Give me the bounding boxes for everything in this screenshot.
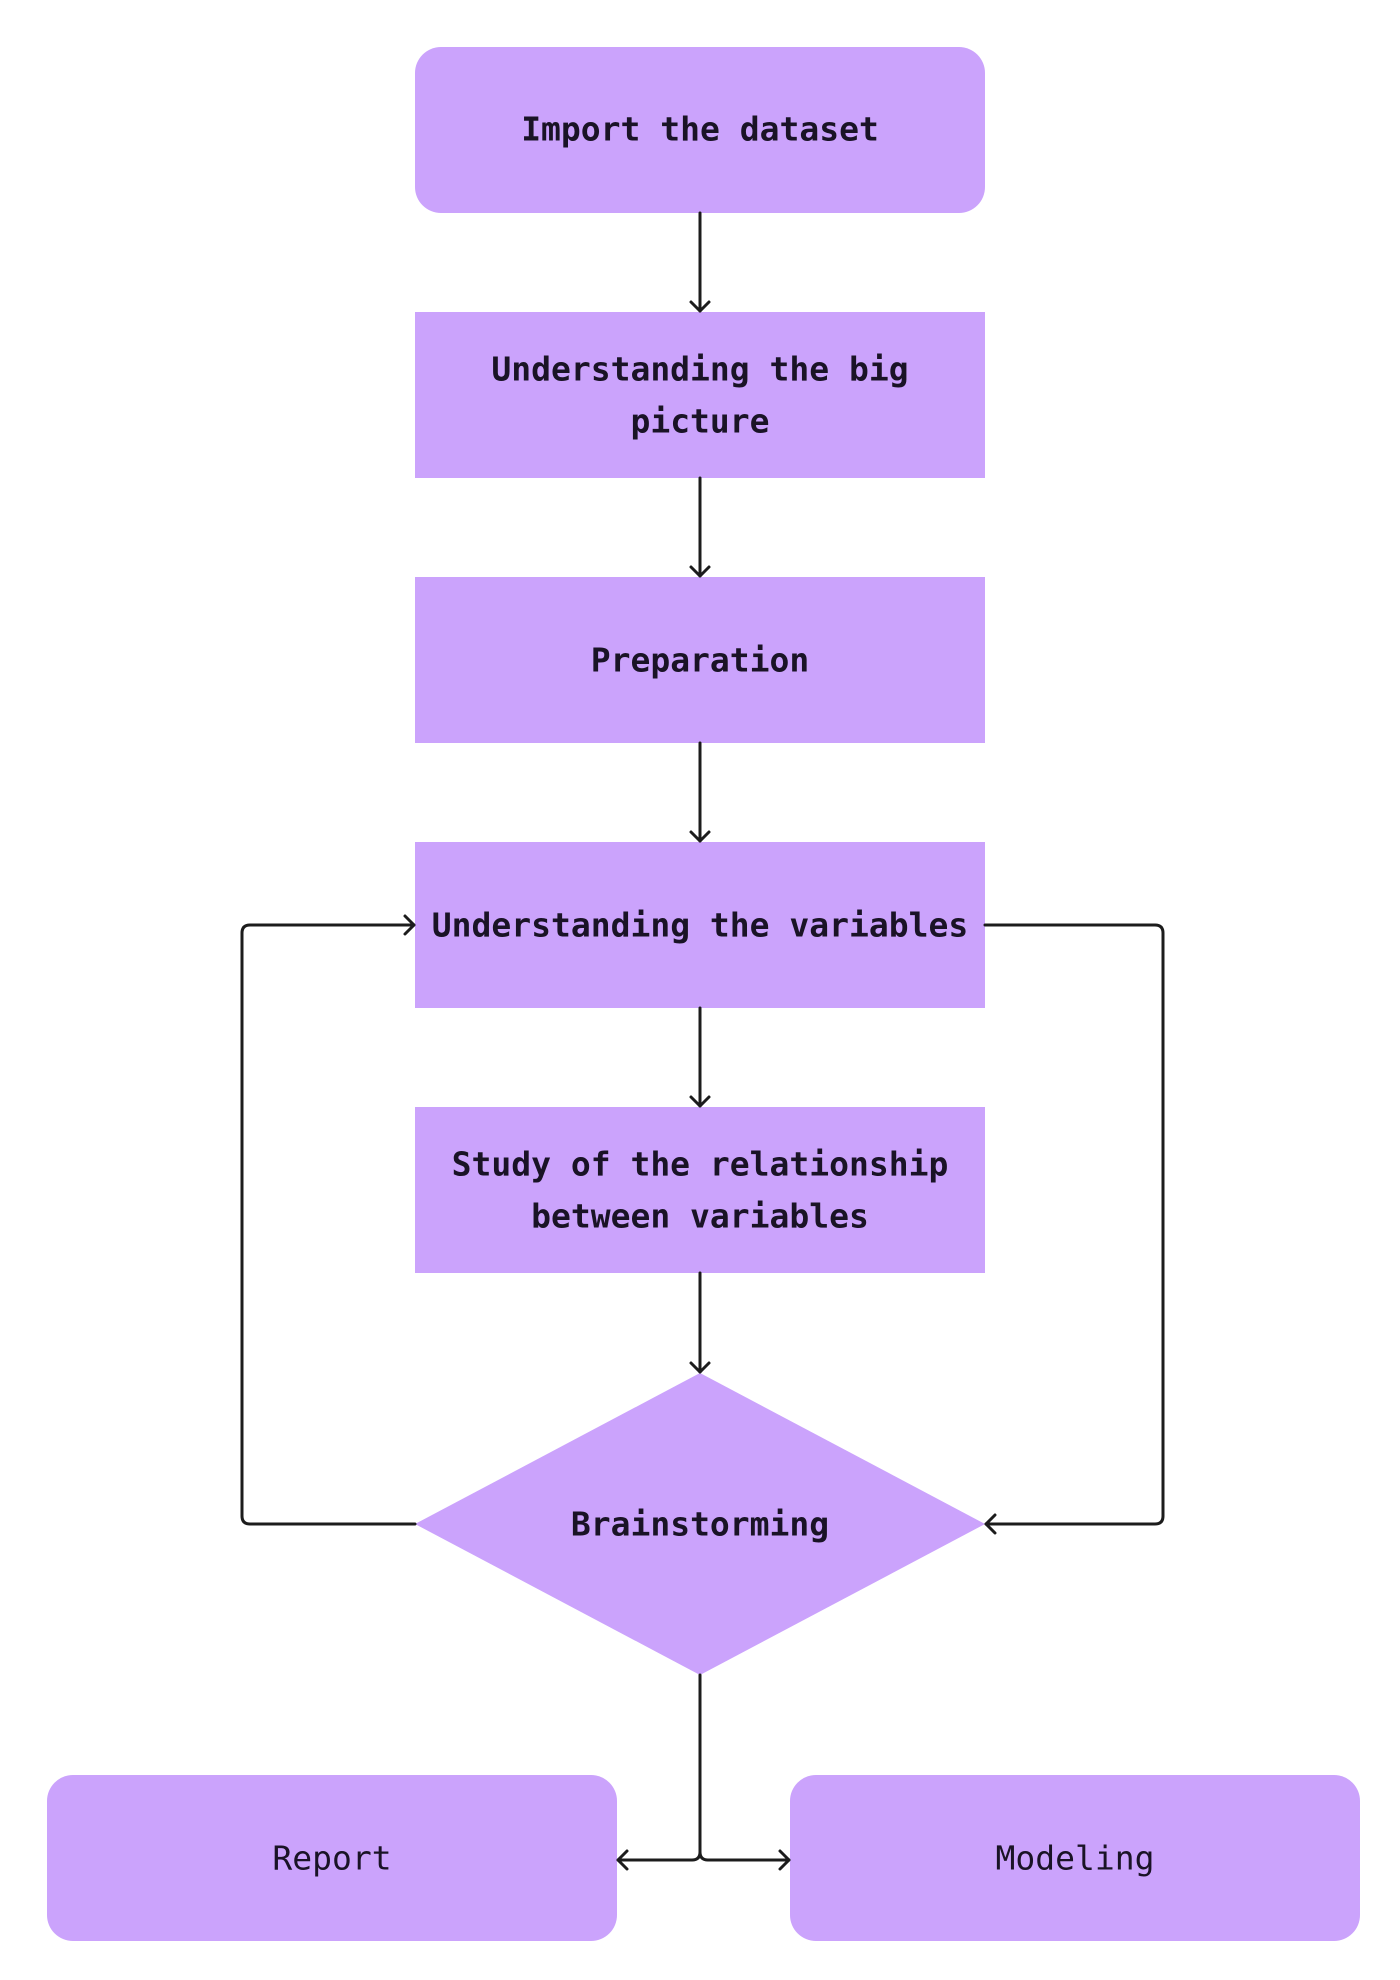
connector-relationship-to-brainstorming bbox=[689, 1271, 711, 1374]
node-brainstorming-label: Brainstorming bbox=[571, 1505, 829, 1544]
arrowhead-icon bbox=[689, 1361, 711, 1374]
node-modeling-label: Modeling bbox=[996, 1839, 1155, 1878]
node-report-label: Report bbox=[272, 1839, 391, 1878]
arrowhead-icon bbox=[689, 565, 711, 578]
arrowhead-icon bbox=[689, 830, 711, 843]
arrowhead-icon bbox=[778, 1849, 791, 1871]
node-understanding-big-picture-shape bbox=[415, 312, 985, 478]
connector-brainstorming-to-report bbox=[616, 1673, 702, 1871]
node-preparation-label: Preparation bbox=[591, 641, 810, 680]
node-study-relationship-shape bbox=[415, 1107, 985, 1273]
connector-variables-loop-to-brainstorming bbox=[983, 923, 1165, 1535]
connector-preparation-to-variables bbox=[689, 741, 711, 843]
connector-variables-loop-to-brainstorming-line bbox=[983, 923, 1165, 1526]
node-import-dataset-label: Import the dataset bbox=[521, 110, 879, 149]
node-understanding-big-picture-label-line2: picture bbox=[630, 402, 769, 441]
node-understanding-variables: Understanding the variables bbox=[415, 842, 985, 1008]
connector-import-to-big-picture bbox=[689, 211, 711, 313]
arrowhead-icon bbox=[689, 300, 711, 313]
node-study-relationship-label-line2: between variables bbox=[531, 1197, 869, 1236]
node-understanding-variables-shape bbox=[415, 842, 985, 1008]
node-understanding-variables-label: Understanding the variables bbox=[432, 906, 968, 945]
node-preparation: Preparation bbox=[415, 577, 985, 743]
node-report: Report bbox=[47, 1775, 617, 1941]
node-study-relationship-label-line1: Study of the relationship bbox=[452, 1145, 949, 1184]
connector-brainstorming-loop-to-variables bbox=[240, 914, 417, 1526]
node-brainstorming: Brainstorming bbox=[415, 1373, 985, 1675]
arrowhead-icon bbox=[689, 1095, 711, 1108]
node-preparation-shape bbox=[415, 577, 985, 743]
node-modeling: Modeling bbox=[790, 1775, 1360, 1941]
node-brainstorming-shape bbox=[415, 1373, 985, 1675]
node-understanding-big-picture: Understanding the big picture bbox=[415, 312, 985, 478]
connector-brainstorming-to-report-line bbox=[616, 1673, 702, 1862]
node-import-dataset: Import the dataset bbox=[415, 47, 985, 213]
node-report-shape bbox=[47, 1775, 617, 1941]
node-understanding-big-picture-label-line1: Understanding the big bbox=[491, 350, 908, 389]
connector-brainstorming-to-modeling bbox=[698, 1849, 791, 1871]
arrowhead-icon bbox=[403, 914, 416, 936]
node-study-relationship: Study of the relationship between variab… bbox=[415, 1107, 985, 1273]
node-modeling-shape bbox=[790, 1775, 1360, 1941]
node-import-dataset-shape bbox=[415, 47, 985, 213]
connector-big-picture-to-preparation bbox=[689, 476, 711, 578]
arrowhead-icon bbox=[616, 1849, 629, 1871]
connector-brainstorming-loop-to-variables-line bbox=[240, 923, 417, 1526]
arrowhead-icon bbox=[984, 1513, 997, 1535]
connector-brainstorming-to-modeling-line bbox=[698, 1850, 791, 1862]
connector-variables-to-relationship bbox=[689, 1006, 711, 1108]
